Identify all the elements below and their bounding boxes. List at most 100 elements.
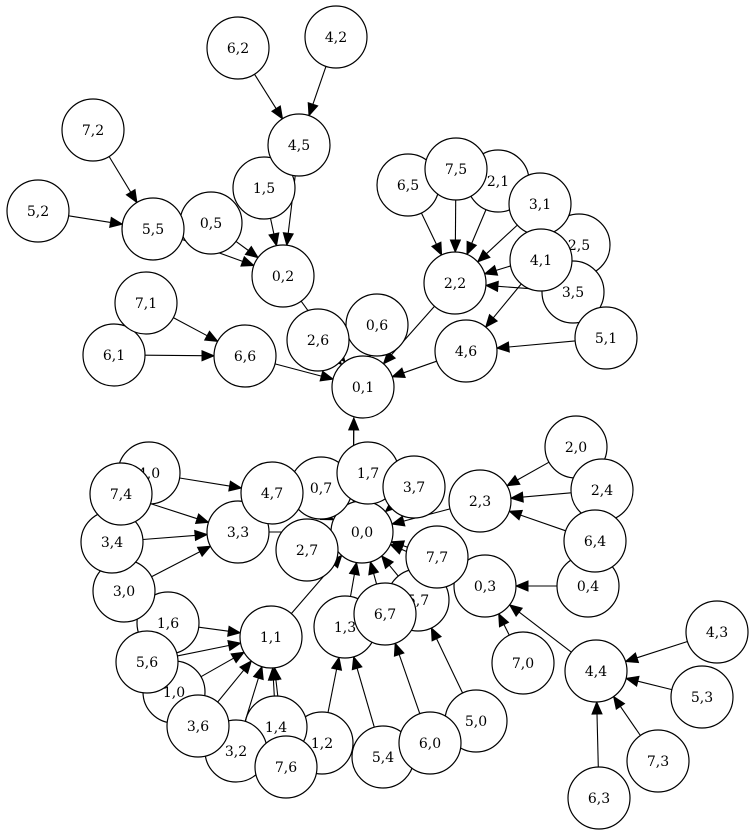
node-label: 3,3 <box>227 525 249 541</box>
edge-5-1-to-4-6 <box>495 340 576 353</box>
arrowhead <box>430 626 442 642</box>
edge-3-6-to-1-1 <box>217 659 253 703</box>
node-label: 5,2 <box>27 204 49 220</box>
arrowhead <box>307 101 319 117</box>
arrowhead <box>227 625 242 637</box>
node-label: 2,5 <box>568 238 590 254</box>
node-6-4: 6,4 <box>563 509 627 573</box>
edge-7-2-to-5-5 <box>108 156 138 204</box>
node-label: 4,5 <box>288 138 310 154</box>
node-label: 6,3 <box>588 791 610 807</box>
edge-line <box>471 209 487 244</box>
node-circle <box>434 319 498 383</box>
node-7-1: 7,1 <box>114 271 178 335</box>
edge-line <box>254 73 277 109</box>
node-label: 2,4 <box>591 483 613 499</box>
node-0-2: 0,2 <box>251 244 315 308</box>
edge-0-5-to-0-2 <box>235 240 260 259</box>
edge-6-0-to-6-7 <box>393 642 421 714</box>
arrowhead <box>391 367 406 379</box>
arrowhead <box>368 560 380 576</box>
edge-1-0-to-1-1 <box>200 651 246 678</box>
node-label: 5,3 <box>691 690 713 706</box>
node-7-2: 7,2 <box>61 98 125 162</box>
node-label: 2,0 <box>565 440 587 456</box>
arrowhead <box>466 240 478 256</box>
node-4-1: 4,1 <box>509 228 573 292</box>
node-circle <box>275 518 339 582</box>
node-label: 7,2 <box>82 123 104 139</box>
arrowhead <box>514 580 529 592</box>
node-2-3: 2,3 <box>448 469 512 533</box>
edge-6-7-to-0-0 <box>368 560 380 585</box>
arrowhead <box>498 612 510 628</box>
node-0-1: 0,1 <box>331 355 395 419</box>
edge-4-0-to-4-7 <box>179 477 243 492</box>
node-circle <box>240 461 304 525</box>
edge-7-1-to-6-6 <box>173 317 219 343</box>
node-circle <box>567 766 631 830</box>
node-label: 3,6 <box>187 719 209 735</box>
arrowhead <box>449 239 462 254</box>
node-7-4: 7,4 <box>89 462 153 526</box>
arrowhead <box>244 245 260 259</box>
node-circle <box>574 306 638 370</box>
arrowhead <box>393 642 405 657</box>
node-label: 6,6 <box>234 349 256 365</box>
node-5-3: 5,3 <box>670 665 734 729</box>
node-5-5: 5,5 <box>121 197 185 261</box>
edge-line <box>398 654 421 714</box>
edge-3-0-to-3-3 <box>151 545 212 578</box>
node-circle <box>267 113 331 177</box>
node-label: 4,6 <box>455 344 477 360</box>
edge-line <box>198 626 229 632</box>
edge-1-2-to-1-3 <box>327 656 343 713</box>
node-0-0: 0,0 <box>330 500 394 564</box>
node-label: 0,1 <box>352 380 374 396</box>
node-label: 4,4 <box>585 664 607 680</box>
edge-line <box>402 545 408 548</box>
arrowhead <box>268 232 280 247</box>
edge-1-3-to-0-0 <box>348 561 360 597</box>
edge-line <box>388 564 399 577</box>
edge-line <box>68 215 111 223</box>
node-6-5: 6,5 <box>376 153 440 217</box>
node-label: 3,2 <box>225 744 247 760</box>
edge-4-2-to-4-5 <box>307 66 327 117</box>
edge-line <box>177 644 229 657</box>
node-label: 7,4 <box>110 487 132 503</box>
node-4-4: 4,4 <box>564 639 628 703</box>
node-0-3: 0,3 <box>453 554 517 618</box>
node-label: 0,5 <box>200 216 222 232</box>
node-label: 1,6 <box>157 616 179 632</box>
node-0-5: 0,5 <box>179 191 243 255</box>
node-6-1: 6,1 <box>82 323 146 387</box>
node-label: 7,1 <box>135 296 157 312</box>
node-label: 3,7 <box>403 480 425 496</box>
edge-line <box>636 640 688 659</box>
node-label: 3,0 <box>113 584 135 600</box>
node-3-7: 3,7 <box>382 455 446 519</box>
node-7-7: 7,7 <box>405 525 469 589</box>
edge-line <box>373 573 378 585</box>
arrowhead <box>390 540 406 552</box>
node-circle <box>563 509 627 573</box>
edge-1-5-to-0-2 <box>268 218 280 247</box>
node-circle <box>114 271 178 335</box>
arrowhead <box>591 700 603 715</box>
edge-7-0-to-0-3 <box>498 612 510 636</box>
node-label: 0,4 <box>577 579 599 595</box>
node-circle <box>232 156 296 220</box>
node-circle <box>685 600 749 664</box>
arrowhead <box>203 330 219 343</box>
arrowhead <box>252 665 264 681</box>
edge-line <box>637 680 673 691</box>
node-label: 6,7 <box>374 607 396 623</box>
edge-6-4-to-2-3 <box>508 509 566 532</box>
node-label: 4,7 <box>261 486 283 502</box>
node-circle <box>89 462 153 526</box>
arrowhead <box>505 474 521 487</box>
node-5-2: 5,2 <box>6 179 70 243</box>
node-circle <box>115 630 179 694</box>
node-label: 5,1 <box>595 331 617 347</box>
